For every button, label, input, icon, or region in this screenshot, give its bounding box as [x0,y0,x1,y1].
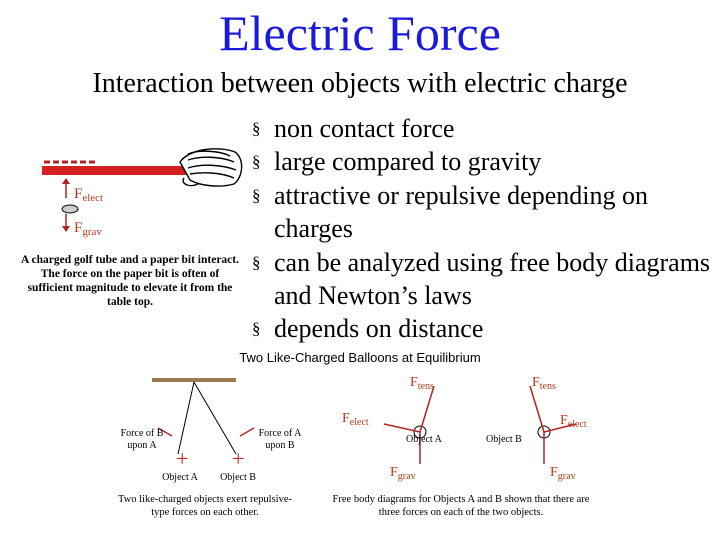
page-title: Electric Force [0,2,720,64]
bullet-text: attractive or repulsive depending on cha… [274,181,648,243]
fbd-a-tension-arrow [420,386,434,432]
bullet-item: § attractive or repulsive depending on c… [252,179,720,246]
bullet-marker: § [252,145,261,178]
object-b-label: Object B [208,471,268,485]
fbd-b-elect-label: Felect [560,413,587,430]
bullet-text: can be analyzed using free body diagrams… [274,248,710,310]
f-elect-label: Felect [74,186,103,204]
bullet-marker: § [252,112,261,145]
bullet-marker: § [252,246,261,279]
bullet-item: § can be analyzed using free body diagram… [252,246,720,313]
f-grav-label: Fgrav [74,220,102,238]
golf-caption: A charged golf tube and a paper bit inte… [18,253,242,309]
bullet-item: § large compared to gravity [252,145,720,178]
balloon-heading: Two Like-Charged Balloons at Equilibrium [0,350,720,365]
string-bar [152,378,236,382]
fbd-a-tension-label: Ftens [410,375,434,392]
bullet-item: § depends on distance [252,312,720,345]
fbd-b-grav-label: Fgrav [550,465,576,482]
fbd-caption: Free body diagrams for Objects A and B s… [326,493,596,519]
paper-bit [62,205,78,213]
bullet-list: § non contact force § large compared to g… [252,112,720,346]
golf-tube-figure: Felect Fgrav [30,140,250,250]
fbd-a-elect-label: Felect [342,411,369,428]
fbd-object-a [384,386,434,464]
bullet-text: depends on distance [274,314,483,343]
string-right [194,382,236,454]
fbd-a-elect-arrow [384,424,420,432]
f-elect-arrowhead [62,178,70,184]
bullet-text: non contact force [274,114,454,143]
force-a-on-b-label: Force of A upon B [250,428,310,452]
force-b-on-a-label: Force of B upon A [112,428,172,452]
bullet-item: § non contact force [252,112,720,145]
object-a-label: Object A [150,471,210,485]
balloon-caption: Two like-charged objects exert repulsive… [115,493,295,519]
hand-icon [180,149,242,186]
string-left [178,382,194,454]
fbd-b-tension-label: Ftens [532,375,556,392]
bullet-marker: § [252,179,261,212]
bullet-text: large compared to gravity [274,147,541,176]
page-subtitle: Interaction between objects with electri… [0,66,720,102]
fbd-object-b-label: Object B [486,434,522,445]
bullet-marker: § [252,312,261,345]
free-body-diagrams: Ftens Ftens Felect Felect Fgrav Fgrav Ob… [330,372,620,490]
fbd-b-tension-arrow [530,386,544,432]
fbd-a-grav-label: Fgrav [390,465,416,482]
fbd-object-a-label: Object A [406,434,443,445]
plus-sign-b: + [232,446,244,471]
f-grav-arrowhead [62,226,70,232]
plus-sign-a: + [176,446,188,471]
